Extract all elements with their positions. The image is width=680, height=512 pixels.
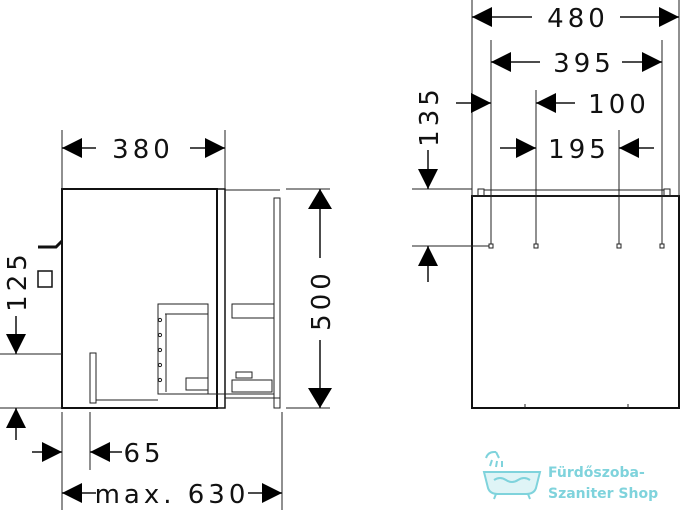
cabinet-body-outline: [61, 188, 218, 409]
front-view: 480 395 100 195 135: [412, 0, 680, 409]
dim-195: 195: [548, 135, 610, 165]
dim-125: 125: [3, 250, 33, 312]
drawer-back-panel: [273, 197, 281, 409]
bathtub-shower-icon: [482, 451, 542, 500]
dim-100: 100: [588, 90, 650, 120]
watermark-line2: Szaniter Shop: [548, 486, 658, 502]
cabinet-front-outline: [471, 195, 680, 409]
dim-65: 65: [123, 439, 164, 469]
watermark: Fürdőszoba- Szaniter Shop: [482, 451, 658, 502]
dim-500: 500: [307, 269, 337, 331]
watermark-line1: Fürdőszoba-: [548, 465, 645, 481]
dim-380: 380: [112, 135, 174, 165]
dim-395: 395: [553, 49, 615, 79]
dim-max-630: max. 630: [95, 480, 250, 510]
siphon-icon: [37, 239, 64, 288]
mounting-points: [488, 243, 665, 249]
dim-480: 480: [547, 4, 609, 34]
side-view: 380 500 125 65 max. 630: [0, 130, 337, 510]
rail-holes: [157, 317, 163, 383]
front-panel: [216, 188, 226, 409]
dim-135: 135: [415, 85, 445, 147]
